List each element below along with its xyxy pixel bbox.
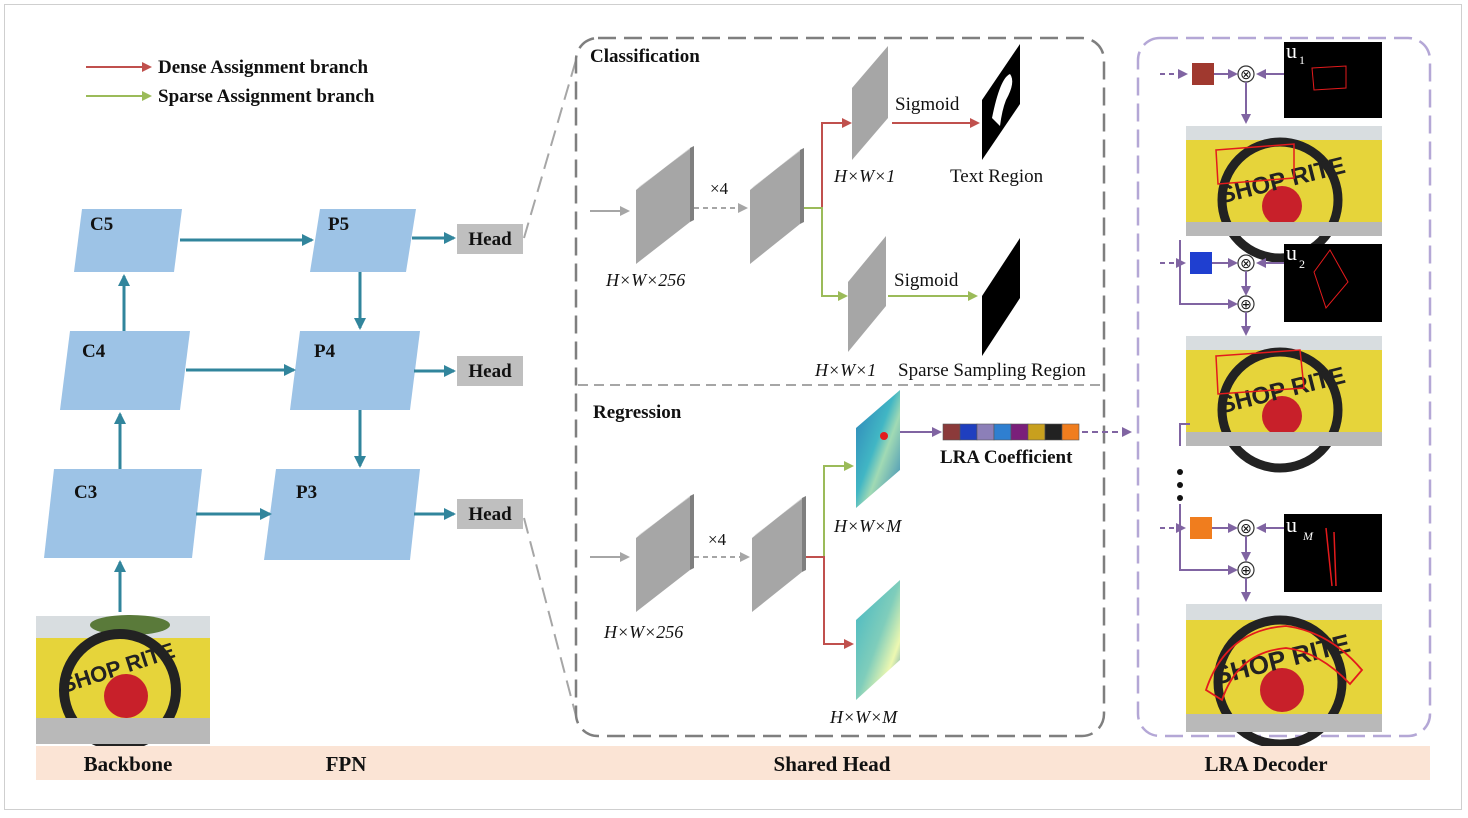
stepm-coef-block — [1190, 517, 1212, 539]
head-label-p4: Head — [468, 361, 512, 382]
cls-top-map — [852, 46, 888, 160]
text-region-label: Text Region — [950, 166, 1044, 187]
u2-basis-map — [1284, 244, 1382, 322]
c4-label: C4 — [82, 341, 106, 362]
lra-coefficient-cell — [1061, 423, 1080, 441]
u1-label: u — [1286, 38, 1297, 63]
decoder-photo-final: SHOP RITE — [1186, 604, 1382, 749]
lra-coefficient-cell — [1027, 423, 1046, 441]
head-label-p3: Head — [468, 504, 512, 525]
label-backbone: Backbone — [84, 752, 173, 776]
reg-repeat-label: ×4 — [708, 530, 727, 549]
label-fpn: FPN — [326, 752, 367, 776]
u2-label: u — [1286, 240, 1297, 265]
um-sub: M — [1302, 529, 1314, 543]
reg-top-heatmap — [856, 390, 900, 508]
cls-bottom-dim: H×W×1 — [814, 360, 876, 380]
backbone-fpn: C5 C4 C3 P5 P4 P3 Head Head Head — [44, 209, 523, 612]
outer-frame — [4, 4, 1462, 810]
cls-feature-block-1 — [636, 146, 694, 264]
ellipsis-dot-1 — [1177, 469, 1183, 475]
lra-coefficient-cell — [1044, 423, 1063, 441]
legend: Dense Assignment branch Sparse Assignmen… — [86, 57, 375, 107]
lra-coefficient-vector — [942, 423, 1080, 441]
lra-coefficient-cell — [976, 423, 995, 441]
p3-label: P3 — [296, 482, 317, 503]
p5-label: P5 — [328, 214, 349, 235]
lra-coefficient-cell — [959, 423, 978, 441]
legend-sparse-label: Sparse Assignment branch — [158, 86, 375, 107]
label-shared-head: Shared Head — [774, 752, 891, 776]
head-box-p3 — [457, 499, 523, 529]
step2-coef-block — [1190, 252, 1212, 274]
cls-top-dim: H×W×1 — [833, 166, 895, 186]
lra-coefficient-cell — [942, 423, 961, 441]
reg-feature-block-1 — [636, 494, 694, 612]
legend-dense-label: Dense Assignment branch — [158, 57, 369, 78]
reg-dense-branch-arrow — [806, 556, 854, 649]
um-label: u — [1286, 512, 1297, 537]
classification-title: Classification — [590, 46, 700, 67]
u1-basis-map — [1284, 42, 1382, 118]
zoom-line-top — [523, 59, 577, 239]
cls-bottom-sigmoid-label: Sigmoid — [894, 270, 959, 291]
reg-top-heatmap-peak — [880, 432, 888, 440]
svg-text:⊗: ⊗ — [1240, 257, 1252, 272]
zoom-line-bottom — [523, 517, 577, 717]
reg-input-dim: H×W×256 — [603, 622, 683, 642]
bottom-band: Backbone FPN Shared Head LRA Decoder — [36, 746, 1430, 780]
backbone-input-image: SHOP RITE — [36, 615, 210, 751]
cls-bottom-map — [848, 236, 886, 352]
c4-box — [60, 331, 190, 410]
step1-coef-block — [1192, 63, 1214, 85]
lra-coefficient-cell — [993, 423, 1012, 441]
shared-head-border — [574, 36, 1106, 738]
cls-repeat-label: ×4 — [710, 179, 729, 198]
um-basis-map — [1284, 514, 1382, 592]
shared-head: Classification ×4 H×W×256 H×W×1 Sigmoid … — [574, 36, 1132, 738]
svg-text:⊗: ⊗ — [1240, 68, 1252, 83]
sparse-region-map — [982, 238, 1020, 356]
cls-feature-block-2 — [750, 148, 804, 264]
bottom-band-bg — [36, 746, 1430, 780]
cls-input-dim: H×W×256 — [605, 270, 685, 290]
decoder-photo-2: SHOP RITE — [1186, 336, 1382, 473]
reg-feature-block-2 — [752, 496, 806, 612]
u1-sub: 1 — [1299, 53, 1305, 67]
reg-sparse-branch-arrow — [806, 461, 854, 558]
svg-text:⊕: ⊕ — [1240, 564, 1252, 579]
lra-coefficient-cell — [1010, 423, 1029, 441]
p4-label: P4 — [314, 341, 336, 362]
ellipsis-dot-2 — [1177, 482, 1183, 488]
c5-label: C5 — [90, 214, 113, 235]
sparse-region-label: Sparse Sampling Region — [898, 360, 1086, 381]
c5-box — [74, 209, 182, 272]
head-box-p4 — [457, 356, 523, 386]
regression-title: Regression — [593, 402, 682, 423]
p4-box — [290, 331, 420, 410]
decoder-photo-1: SHOP RITE — [1186, 126, 1382, 263]
reg-bottom-heatmap — [856, 580, 900, 700]
c3-label: C3 — [74, 482, 97, 503]
lra-decoder: ⊗ u 1 SHOP RITE ⊗ ⊕ u 2 — [1136, 36, 1432, 749]
c3-box — [44, 469, 202, 558]
head-label-p5: Head — [468, 229, 512, 250]
label-lra-decoder: LRA Decoder — [1204, 752, 1327, 776]
cls-sparse-branch-arrow — [804, 207, 848, 301]
p3-box — [264, 469, 420, 560]
reg-top-dim: H×W×M — [833, 516, 902, 536]
head-box-p5 — [457, 224, 523, 254]
u2-sub: 2 — [1299, 257, 1305, 271]
lra-decoder-border — [1136, 36, 1432, 738]
p5-box — [310, 209, 416, 272]
text-region-blob — [992, 74, 1013, 126]
reg-bottom-dim: H×W×M — [829, 707, 898, 727]
cls-top-sigmoid-label: Sigmoid — [895, 94, 960, 115]
svg-text:⊕: ⊕ — [1240, 298, 1252, 313]
svg-text:⊗: ⊗ — [1240, 522, 1252, 537]
ellipsis-dot-3 — [1177, 495, 1183, 501]
lra-coefficient-label: LRA Coefficient — [940, 447, 1073, 468]
